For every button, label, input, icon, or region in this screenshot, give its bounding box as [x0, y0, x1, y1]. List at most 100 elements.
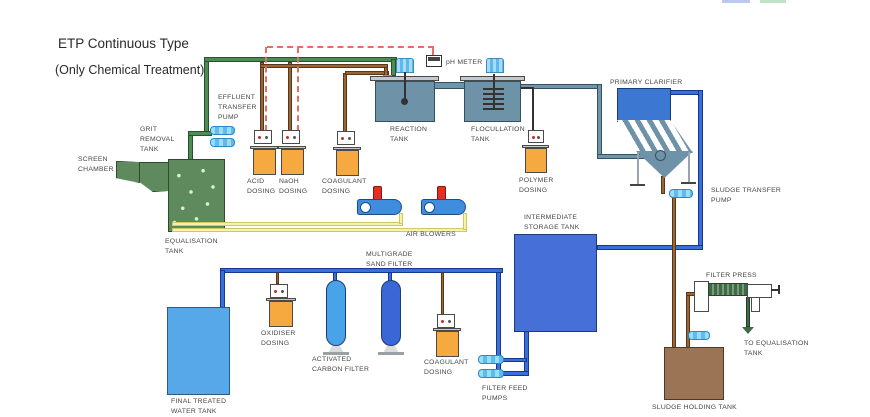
pipe-effluent-top-run [204, 57, 397, 62]
pipe-sludge-drop-1 [661, 176, 665, 194]
effluent-transfer-pump-1 [210, 126, 235, 135]
label-to-equalisation-tank: TO EQUALISATION TANK [744, 340, 809, 357]
air-blower-2-inlet [424, 202, 435, 213]
floc-rung-4 [483, 103, 504, 105]
label-reaction-tank: REACTION TANK [390, 126, 428, 143]
filter-press-right-block [747, 284, 772, 298]
floc-tank-shaft [493, 74, 495, 110]
floc-rung-2 [483, 93, 504, 95]
pipe-coagulant2-riser [441, 272, 444, 316]
reaction-tank-shaft [404, 72, 406, 100]
top-blue-strip [722, 0, 750, 3]
pipe-naoh-riser [288, 62, 292, 132]
filter-press-right-leg [751, 297, 760, 312]
pipe-to-final-tank [220, 270, 225, 309]
pipe-clarifier-feed-v [597, 84, 602, 158]
sludge-transfer-pump [669, 189, 693, 198]
control-line-naoh [297, 47, 299, 131]
primary-clarifier-box [617, 88, 671, 122]
pipe-eq-tank-outlet-v [188, 133, 193, 162]
pipe-press-feed-v [686, 294, 690, 348]
sludge-feed-pump [688, 331, 710, 340]
filter-feed-pump-2 [478, 369, 504, 378]
pipe-press-drain [746, 297, 750, 327]
acid-dosing-pump [254, 130, 272, 144]
coagulant-dosing-1-pump [337, 131, 355, 145]
pipe-storage-outlet-v [524, 331, 529, 376]
clarifier-feed-well [655, 150, 666, 161]
air-blower-2-filter-icon [437, 186, 446, 200]
clarifier-foot-right [681, 182, 696, 184]
carbon-filter-stand [328, 346, 344, 353]
coagulant-dosing-1-tank [336, 150, 359, 176]
naoh-dosing-tank [281, 149, 304, 175]
floc-rung-1 [483, 88, 504, 90]
pipe-chem-top-run [260, 64, 388, 68]
coagulant-dosing-1-lid [333, 147, 361, 150]
final-treated-water-tank [167, 307, 230, 395]
multigrade-filter-base [378, 352, 404, 355]
pipe-coagulant1-riser [343, 73, 347, 133]
floc-rung-3 [483, 98, 504, 100]
acid-dosing-tank [253, 149, 276, 175]
coagulant-dosing-2-tank [436, 331, 459, 357]
control-line-horizontal [267, 46, 434, 48]
pipe-to-storage-tank [597, 245, 703, 250]
polymer-feed-line-v [532, 87, 534, 132]
label-sludge-holding-tank: SLUDGE HOLDING TANK [652, 404, 737, 411]
acid-dosing-lid [250, 146, 278, 149]
pipe-effluent-riser [204, 57, 209, 135]
label-polymer-dosing: POLYMER DOSING [519, 177, 554, 194]
label-air-blowers: AIR BLOWERS [406, 231, 456, 238]
diagram-subtitle: (Only Chemical Treatment) [55, 63, 205, 77]
polymer-dosing-tank [525, 148, 547, 173]
label-filter-press: FILTER PRESS [706, 272, 757, 279]
pipe-blower1-drop [399, 213, 403, 224]
pipe-effluent-tank-drop [391, 59, 396, 76]
pipe-blower2-drop [463, 213, 467, 230]
label-sludge-transfer-pump: SLUDGE TRANSFER PUMP [711, 187, 782, 204]
label-effluent-transfer-pump: EFFLUENT TRANSFER PUMP [218, 94, 257, 121]
pipe-air-line-1 [172, 222, 403, 226]
label-oxidiser-dosing: OXIDISER DOSING [261, 330, 296, 347]
air-blower-1-filter-icon [373, 186, 382, 200]
air-blower-1-inlet [360, 202, 371, 213]
control-line-acid [265, 47, 267, 131]
label-coagulant-dosing-1: COAGULANT DOSING [322, 178, 367, 195]
coagulant-dosing-2-pump [437, 314, 455, 328]
oxidiser-dosing-tank [269, 301, 293, 327]
pipe-oxidiser-stub [276, 272, 279, 284]
pipe-sludge-drop-2 [672, 196, 676, 348]
intermediate-storage-tank [514, 234, 597, 332]
coagulant-dosing-2-lid [433, 328, 461, 331]
reaction-tank-mixer-motor-icon [396, 58, 414, 73]
label-equalisation-tank: EQUALISATION TANK [165, 238, 218, 255]
label-activated-carbon-filter: ACTIVATED CARBON FILTER [312, 356, 370, 373]
polymer-dosing-pump [528, 130, 544, 143]
label-naoh-dosing: NaOH DOSING [279, 178, 308, 195]
label-grit-removal-tank: GRIT REMOVAL TANK [140, 126, 175, 153]
sludge-holding-tank [664, 347, 724, 400]
label-acid-dosing: ACID DOSING [247, 178, 276, 195]
ph-meter-icon [426, 55, 442, 67]
clarifier-foot-left [630, 184, 645, 186]
reaction-tank-impeller [401, 98, 408, 105]
filter-press-rod-end [778, 285, 780, 294]
naoh-dosing-pump [282, 130, 300, 144]
pipe-clarifier-outlet-v [698, 90, 703, 250]
floc-rung-5 [483, 108, 504, 110]
label-coagulant-dosing-2: COAGULANT DOSING [424, 359, 469, 376]
label-primary-clarifier: PRIMARY CLARIFIER [610, 79, 683, 86]
pipe-eq-tank-outlet-h [188, 131, 212, 136]
label-screen-chamber: SCREEN CHAMBER [78, 156, 114, 173]
diagram-title: ETP Continuous Type [58, 36, 189, 51]
oxidiser-dosing-lid [266, 298, 296, 301]
clarifier-leg-left [637, 152, 639, 185]
filter-feed-pump-1 [478, 355, 504, 364]
equalisation-tank [168, 159, 225, 232]
label-intermediate-storage-tank: INTERMEDIATE STORAGE TANK [524, 214, 580, 231]
label-multigrade-sand-filter: MULTIGRADE SAND FILTER [366, 251, 413, 268]
label-filter-feed-pumps: FILTER FEED PUMPS [482, 385, 528, 402]
clarifier-leg-right [688, 152, 690, 183]
